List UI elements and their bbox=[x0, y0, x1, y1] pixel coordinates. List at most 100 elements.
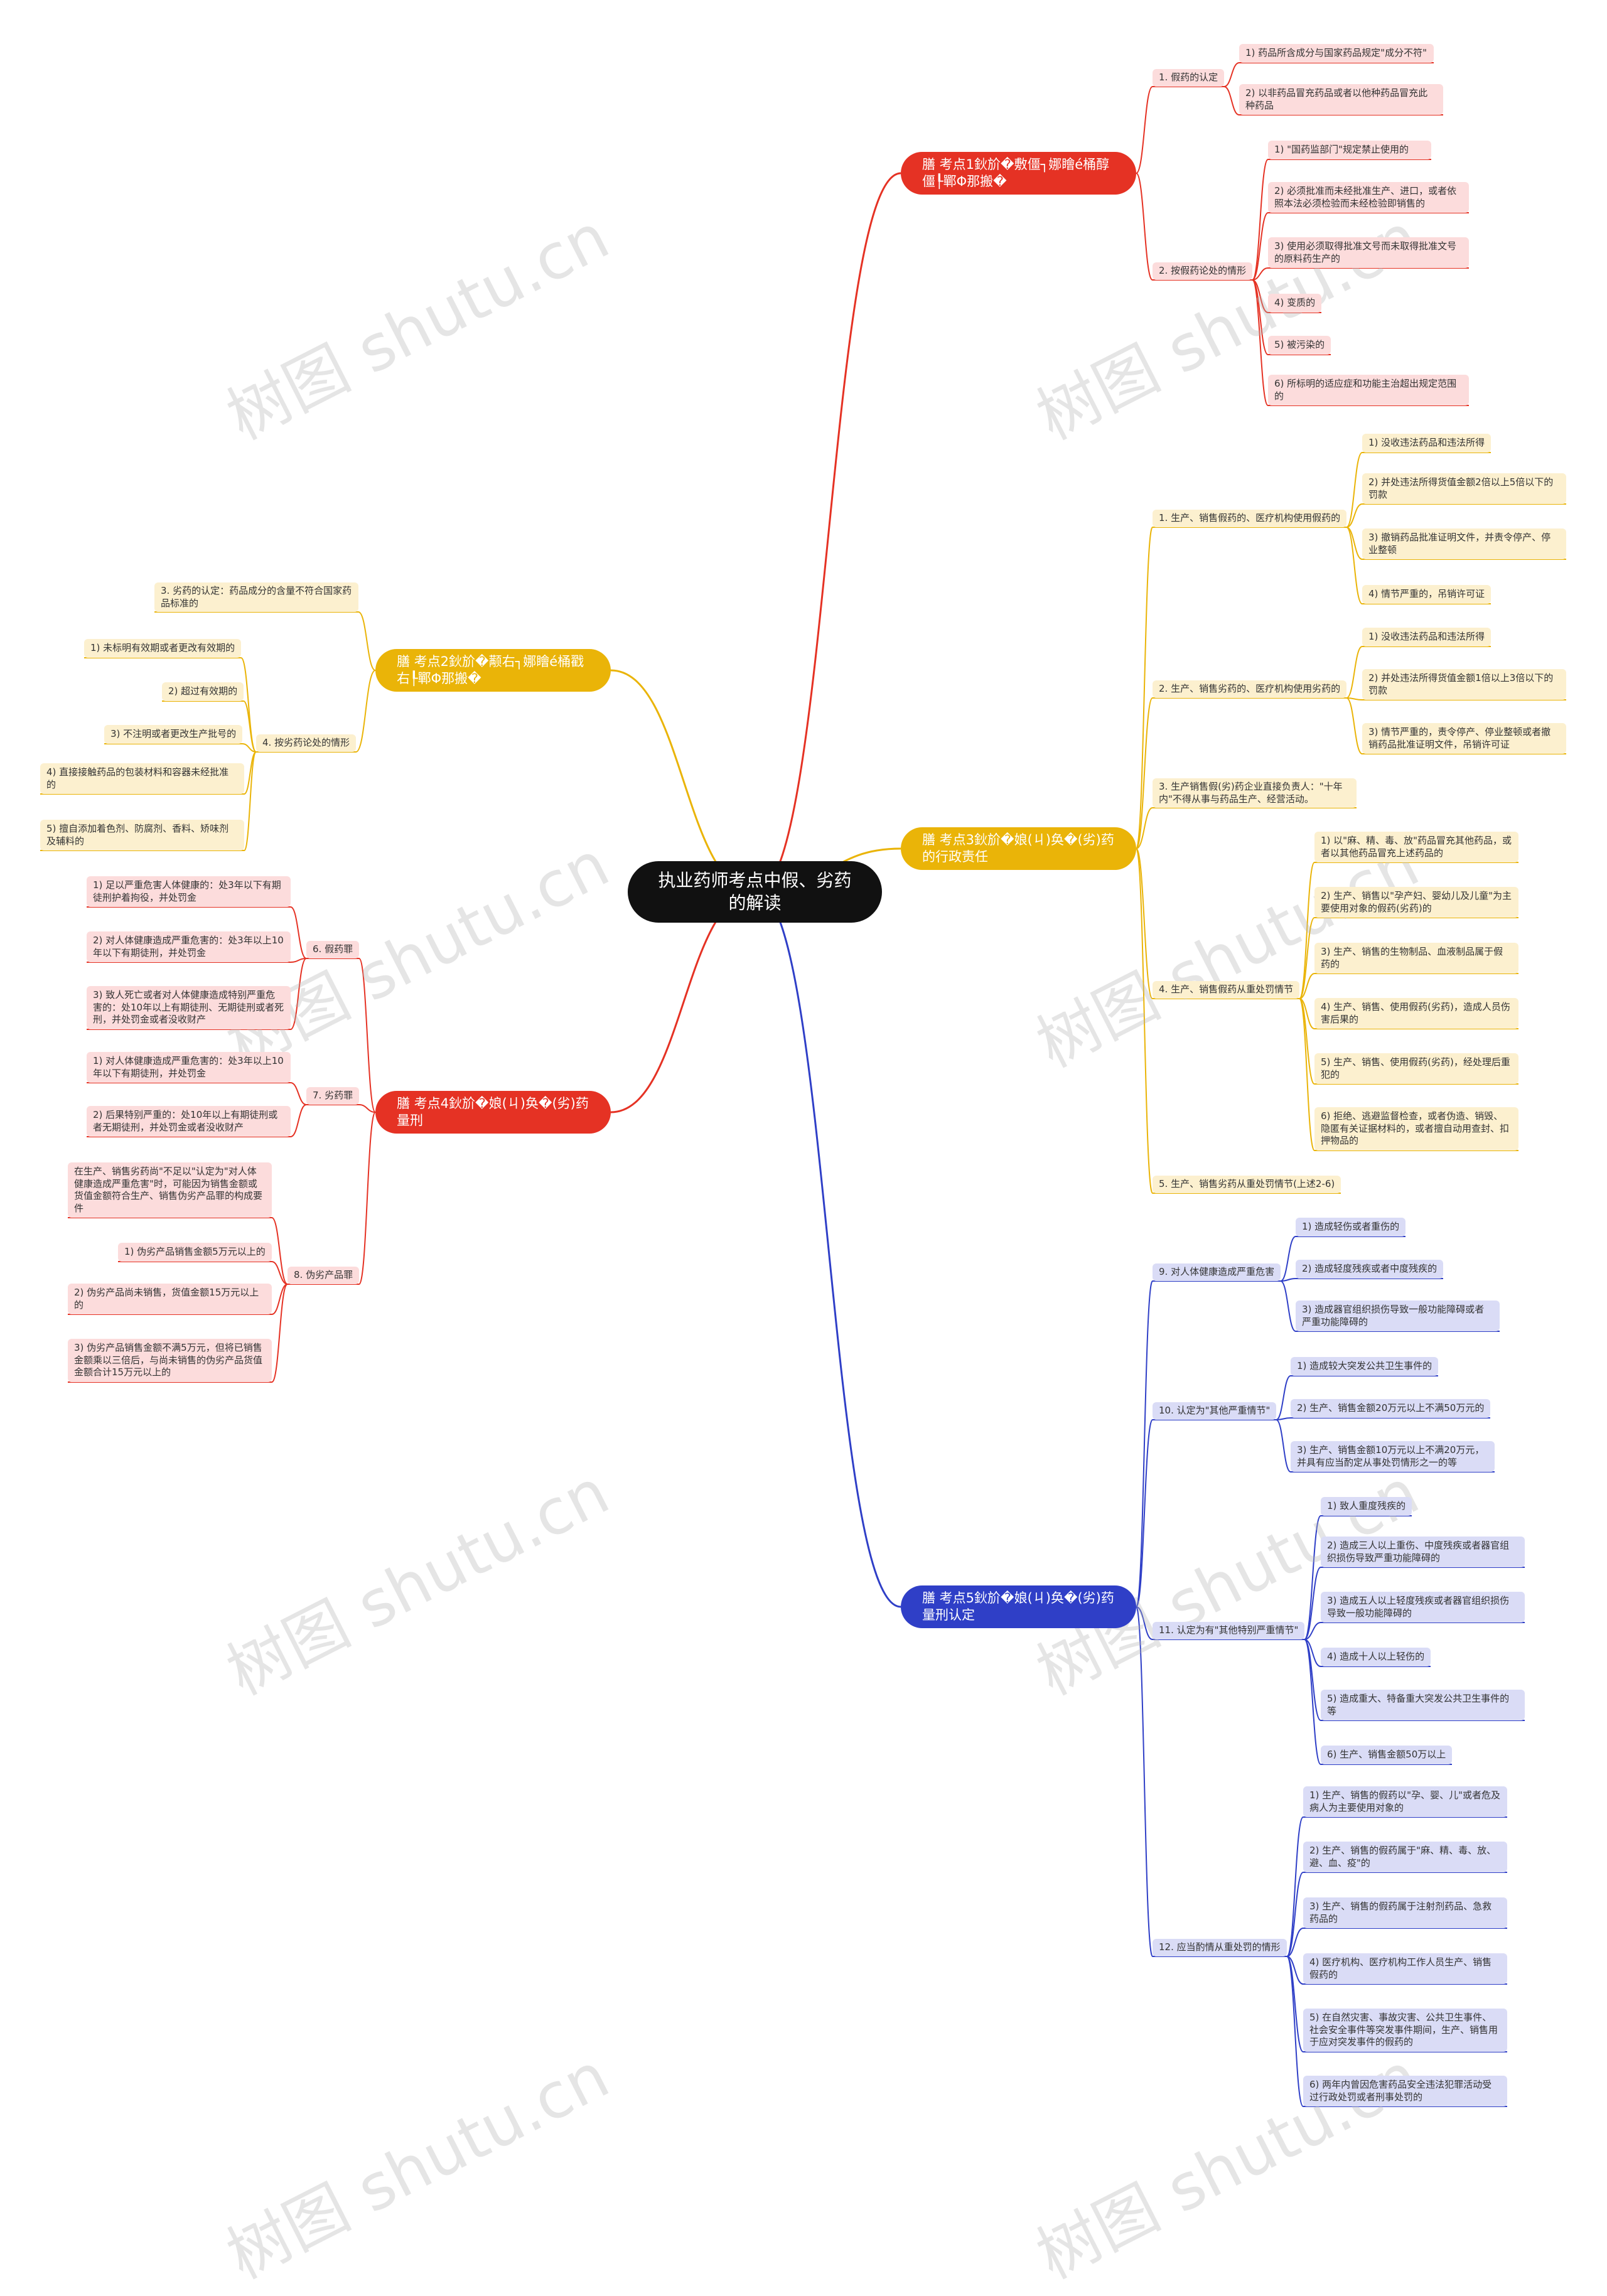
branch-node-5[interactable]: 膳 考点5鈥斺�娘(ㄐ)奂�(劣)药量刑认定 bbox=[901, 1585, 1136, 1628]
leaf-node[interactable]: 3) 生产、销售的假药属于注射剂药品、急救药品的 bbox=[1303, 1897, 1507, 1928]
leaf-node[interactable]: 5) 生产、销售、使用假药(劣药)，经处理后重犯的 bbox=[1314, 1053, 1518, 1084]
leaf-node[interactable]: 6) 拒绝、逃避监督检查，或者伪造、销毁、隐匿有关证据材料的，或者擅自动用查封、… bbox=[1314, 1107, 1518, 1151]
leaf-node[interactable]: 3) 造成器官组织损伤导致一般功能障碍或者严重功能障碍的 bbox=[1296, 1301, 1500, 1331]
sub-node-inferior-drug-definition[interactable]: 3. 劣药的认定：药品成分的含量不符合国家药品标准的 bbox=[154, 582, 358, 612]
leaf-node[interactable]: 2) 并处违法所得货值金额1倍以上3倍以下的罚款 bbox=[1362, 669, 1566, 700]
leaf-node[interactable]: 1) 没收违法药品和违法所得 bbox=[1362, 628, 1491, 646]
branch-node-3[interactable]: 膳 考点3鈥斺�娘(ㄐ)奂�(劣)药的行政责任 bbox=[901, 827, 1136, 870]
leaf-node[interactable]: 1) 药品所含成分与国家药品规定"成分不符" bbox=[1239, 44, 1434, 63]
leaf-node[interactable]: 2) 生产、销售金额20万元以上不满50万元的 bbox=[1291, 1399, 1491, 1418]
sub-node-fake-drug-definition[interactable]: 1. 假药的认定 bbox=[1153, 69, 1225, 87]
leaf-node[interactable]: 1) 以"麻、精、毒、放"药品冒充其他药品，或者以其他药品冒充上述药品的 bbox=[1314, 832, 1518, 862]
leaf-node[interactable]: 3) 伪劣产品销售金额不满5万元，但将已销售金额乘以三倍后，与尚未销售的伪劣产品… bbox=[68, 1339, 272, 1382]
connector-line bbox=[290, 1082, 307, 1105]
leaf-node[interactable]: 5) 擅自添加着色剂、防腐剂、香料、矫味剂及辅料的 bbox=[40, 820, 244, 850]
leaf-node[interactable]: 3) 生产、销售的生物制品、血液制品属于假药的 bbox=[1314, 943, 1518, 974]
sub-node-inferior-aggravating[interactable]: 5. 生产、销售劣药从重处罚情节(上述2-6) bbox=[1153, 1176, 1341, 1193]
leaf-node[interactable]: 2) 必须批准而未经批准生产、进口，或者依照本法必须检验而未经检验即销售的 bbox=[1268, 182, 1469, 213]
leaf-node[interactable]: 2) 造成三人以上重伤、中度残疾或者器官组织损伤导致严重功能障碍的 bbox=[1321, 1537, 1525, 1567]
sub-node-inferior-drug-crime[interactable]: 7. 劣药罪 bbox=[306, 1087, 360, 1105]
connector-line bbox=[1276, 1375, 1291, 1420]
leaf-node[interactable]: 6) 两年内曾因危害药品安全违法犯罪活动受过行政处罚或者刑事处罚的 bbox=[1303, 2076, 1507, 2106]
leaf-node[interactable]: 2) 伪劣产品尚未销售，货值金额15万元以上的 bbox=[68, 1284, 272, 1314]
sub-node-inferior-admin[interactable]: 2. 生产、销售劣药的、医疗机构使用劣药的 bbox=[1153, 680, 1347, 698]
leaf-node[interactable]: 3) 情节严重的，责令停产、停业整顿或者撤销药品批准证明文件，吊销许可证 bbox=[1362, 723, 1566, 754]
sub-node-fake-admin[interactable]: 1. 生产、销售假药的、医疗机构使用假药的 bbox=[1153, 510, 1347, 527]
leaf-node[interactable]: 4) 医疗机构、医疗机构工作人员生产、销售假药的 bbox=[1303, 1953, 1507, 1984]
sub-node-discretionary-heavier[interactable]: 12. 应当酌情从重处罚的情形 bbox=[1153, 1939, 1287, 1956]
connector-line bbox=[1346, 697, 1363, 754]
leaf-node[interactable]: 1) 造成轻伤或者重伤的 bbox=[1296, 1218, 1406, 1237]
connector-line bbox=[1346, 527, 1363, 560]
sub-node-other-serious[interactable]: 10. 认定为"其他严重情节" bbox=[1153, 1402, 1277, 1420]
connector-line bbox=[1252, 267, 1269, 281]
leaf-node[interactable]: 6) 所标明的适应症和功能主治超出规定范围的 bbox=[1268, 375, 1469, 405]
branch-node-4[interactable]: 膳 考点4鈥斺�娘(ㄐ)奂�(劣)药量刑 bbox=[375, 1091, 611, 1134]
leaf-node[interactable]: 4) 造成十人以上轻伤的 bbox=[1321, 1648, 1431, 1666]
leaf-node[interactable]: 1) 对人体健康造成严重危害的：处3年以上10年以下有期徒刑，并处罚金 bbox=[87, 1052, 291, 1083]
leaf-node[interactable]: 1) 生产、销售的假药以"孕、婴、儿"或者危及病人为主要使用对象的 bbox=[1303, 1786, 1507, 1817]
leaf-node[interactable]: 2) 生产、销售以"孕产妇、婴幼儿及儿童"为主要使用对象的假药(劣药)的 bbox=[1314, 887, 1518, 918]
sub-node-counterfeit-product-crime[interactable]: 8. 伪劣产品罪 bbox=[288, 1267, 360, 1284]
leaf-node[interactable]: 5) 造成重大、特备重大突发公共卫生事件的等 bbox=[1321, 1690, 1525, 1720]
connector-line bbox=[1286, 1872, 1304, 1957]
sub-node-responsible-person[interactable]: 3. 生产销售假(劣)药企业直接负责人："十年内"不得从事与药品生产、经营活动。 bbox=[1153, 778, 1357, 808]
leaf-node[interactable]: 4) 直接接触药品的包装材料和容器未经批准的 bbox=[40, 763, 244, 794]
connector-line bbox=[1299, 998, 1315, 1151]
sub-node-fake-drug-crime[interactable]: 6. 假药罪 bbox=[306, 941, 360, 958]
leaf-node[interactable]: 3) 不注明或者更改生产批号的 bbox=[104, 725, 243, 744]
connector-line bbox=[290, 906, 307, 959]
leaf-node[interactable]: 2) 生产、销售的假药属于"麻、精、毒、放、避、血、疫"的 bbox=[1303, 1842, 1507, 1872]
leaf-node[interactable]: 1) "国药监部门"规定禁止使用的 bbox=[1268, 141, 1431, 159]
connector-lines bbox=[40, 62, 1566, 2107]
connector-line bbox=[244, 751, 257, 795]
leaf-node[interactable]: 5) 在自然灾害、事故灾害、公共卫生事件、社会安全事件等突发事件期间，生产、销售… bbox=[1303, 2009, 1507, 2052]
connector-line bbox=[290, 1104, 307, 1137]
leaf-node[interactable]: 4) 情节严重的，吊销许可证 bbox=[1362, 585, 1491, 604]
leaf-node[interactable]: 1) 致人重度残疾的 bbox=[1321, 1497, 1412, 1516]
connector-line bbox=[1346, 697, 1363, 700]
leaf-node[interactable]: 1) 足以严重危害人体健康的：处3年以下有期徒刑护着拘役，并处罚金 bbox=[87, 876, 291, 907]
leaf-node[interactable]: 2) 造成轻度残疾或者中度残疾的 bbox=[1296, 1260, 1444, 1279]
connector-line bbox=[1286, 1956, 1304, 2107]
leaf-node[interactable]: 3) 撤销药品批准证明文件，并责令停产、停业整顿 bbox=[1362, 528, 1566, 559]
root-node[interactable]: 执业药师考点中假、劣药的解读 bbox=[628, 861, 882, 923]
connector-line bbox=[1252, 279, 1269, 406]
leaf-node[interactable]: 6) 生产、销售金额50万以上 bbox=[1321, 1746, 1453, 1764]
leaf-node[interactable]: 3) 使用必须取得批准文号而未取得批准文号的原料药生产的 bbox=[1268, 237, 1469, 268]
connector-line bbox=[243, 700, 257, 753]
leaf-node[interactable]: 1) 伪劣产品销售金额5万元以上的 bbox=[118, 1243, 272, 1262]
sub-node-fake-aggravating[interactable]: 4. 生产、销售假药从重处罚情节 bbox=[1153, 981, 1300, 999]
sub-node-other-especially-serious[interactable]: 11. 认定为有"其他特别严重情节" bbox=[1153, 1622, 1305, 1639]
sub-node-deemed-inferior[interactable]: 4. 按劣药论处的情形 bbox=[256, 734, 357, 752]
leaf-node[interactable]: 1) 造成较大突发公共卫生事件的 bbox=[1291, 1357, 1439, 1376]
leaf-node[interactable]: 2) 超过有效期的 bbox=[162, 682, 244, 701]
connector-line bbox=[756, 891, 901, 1608]
sub-node-serious-harm[interactable]: 9. 对人体健康造成严重危害 bbox=[1153, 1263, 1281, 1281]
branch-node-2[interactable]: 膳 考点2鈥斺�颟右┐娜瞺é桶戳右┞鄲Φ那搬� bbox=[375, 649, 611, 692]
branch-node-1[interactable]: 膳 考点1鈥斺�敷僵┐娜瞺é桶醇僵┞鄲Φ那搬� bbox=[901, 152, 1136, 195]
leaf-node[interactable]: 3) 致人死亡或者对人体健康造成特别严重危害的：处10年以上有期徒刑、无期徒刑或… bbox=[87, 986, 291, 1029]
leaf-node[interactable]: 2) 对人体健康造成严重危害的：处3年以上10年以下有期徒刑，并处罚金 bbox=[87, 931, 291, 962]
connector-line bbox=[1286, 1956, 1304, 1985]
leaf-node[interactable]: 5) 被污染的 bbox=[1268, 336, 1331, 355]
leaf-node[interactable]: 2) 以非药品冒充药品或者以他种药品冒充此种药品 bbox=[1239, 84, 1443, 115]
connector-line bbox=[1136, 1280, 1153, 1607]
sub-node-deemed-fake[interactable]: 2. 按假药论处的情形 bbox=[1153, 262, 1253, 280]
leaf-node[interactable]: 2) 后果特别严重的：处10年以上有期徒刑或者无期徒刑，并处罚金或者没收财产 bbox=[87, 1106, 291, 1137]
connector-line bbox=[358, 1104, 376, 1113]
leaf-node[interactable]: 3) 造成五人以上轻度残疾或者器官组织损伤导致一般功能障碍的 bbox=[1321, 1592, 1525, 1623]
leaf-node[interactable]: 3) 生产、销售金额10万元以上不满20万元，并具有应当酌定从事处罚情形之一的等 bbox=[1291, 1441, 1495, 1472]
connector-line bbox=[1346, 503, 1363, 528]
leaf-node[interactable]: 1) 没收违法药品和违法所得 bbox=[1362, 434, 1491, 453]
leaf-node[interactable]: 4) 变质的 bbox=[1268, 294, 1322, 313]
connector-line bbox=[1223, 62, 1240, 87]
leaf-node[interactable]: 2) 并处违法所得货值金额2倍以上5倍以下的罚款 bbox=[1362, 473, 1566, 504]
leaf-node[interactable]: 4) 生产、销售、使用假药(劣药)，造成人员伤害后果的 bbox=[1314, 998, 1518, 1029]
leaf-node[interactable]: 在生产、销售劣药尚"不足以"认定为"对人体健康造成严重危害"时，可能因为销售金额… bbox=[68, 1162, 272, 1218]
connector-line bbox=[358, 958, 376, 1113]
connector-line bbox=[244, 751, 257, 851]
connector-line bbox=[1304, 1515, 1321, 1640]
leaf-node[interactable]: 1) 未标明有效期或者更改有效期的 bbox=[84, 639, 242, 658]
connector-line bbox=[1286, 1928, 1304, 1957]
